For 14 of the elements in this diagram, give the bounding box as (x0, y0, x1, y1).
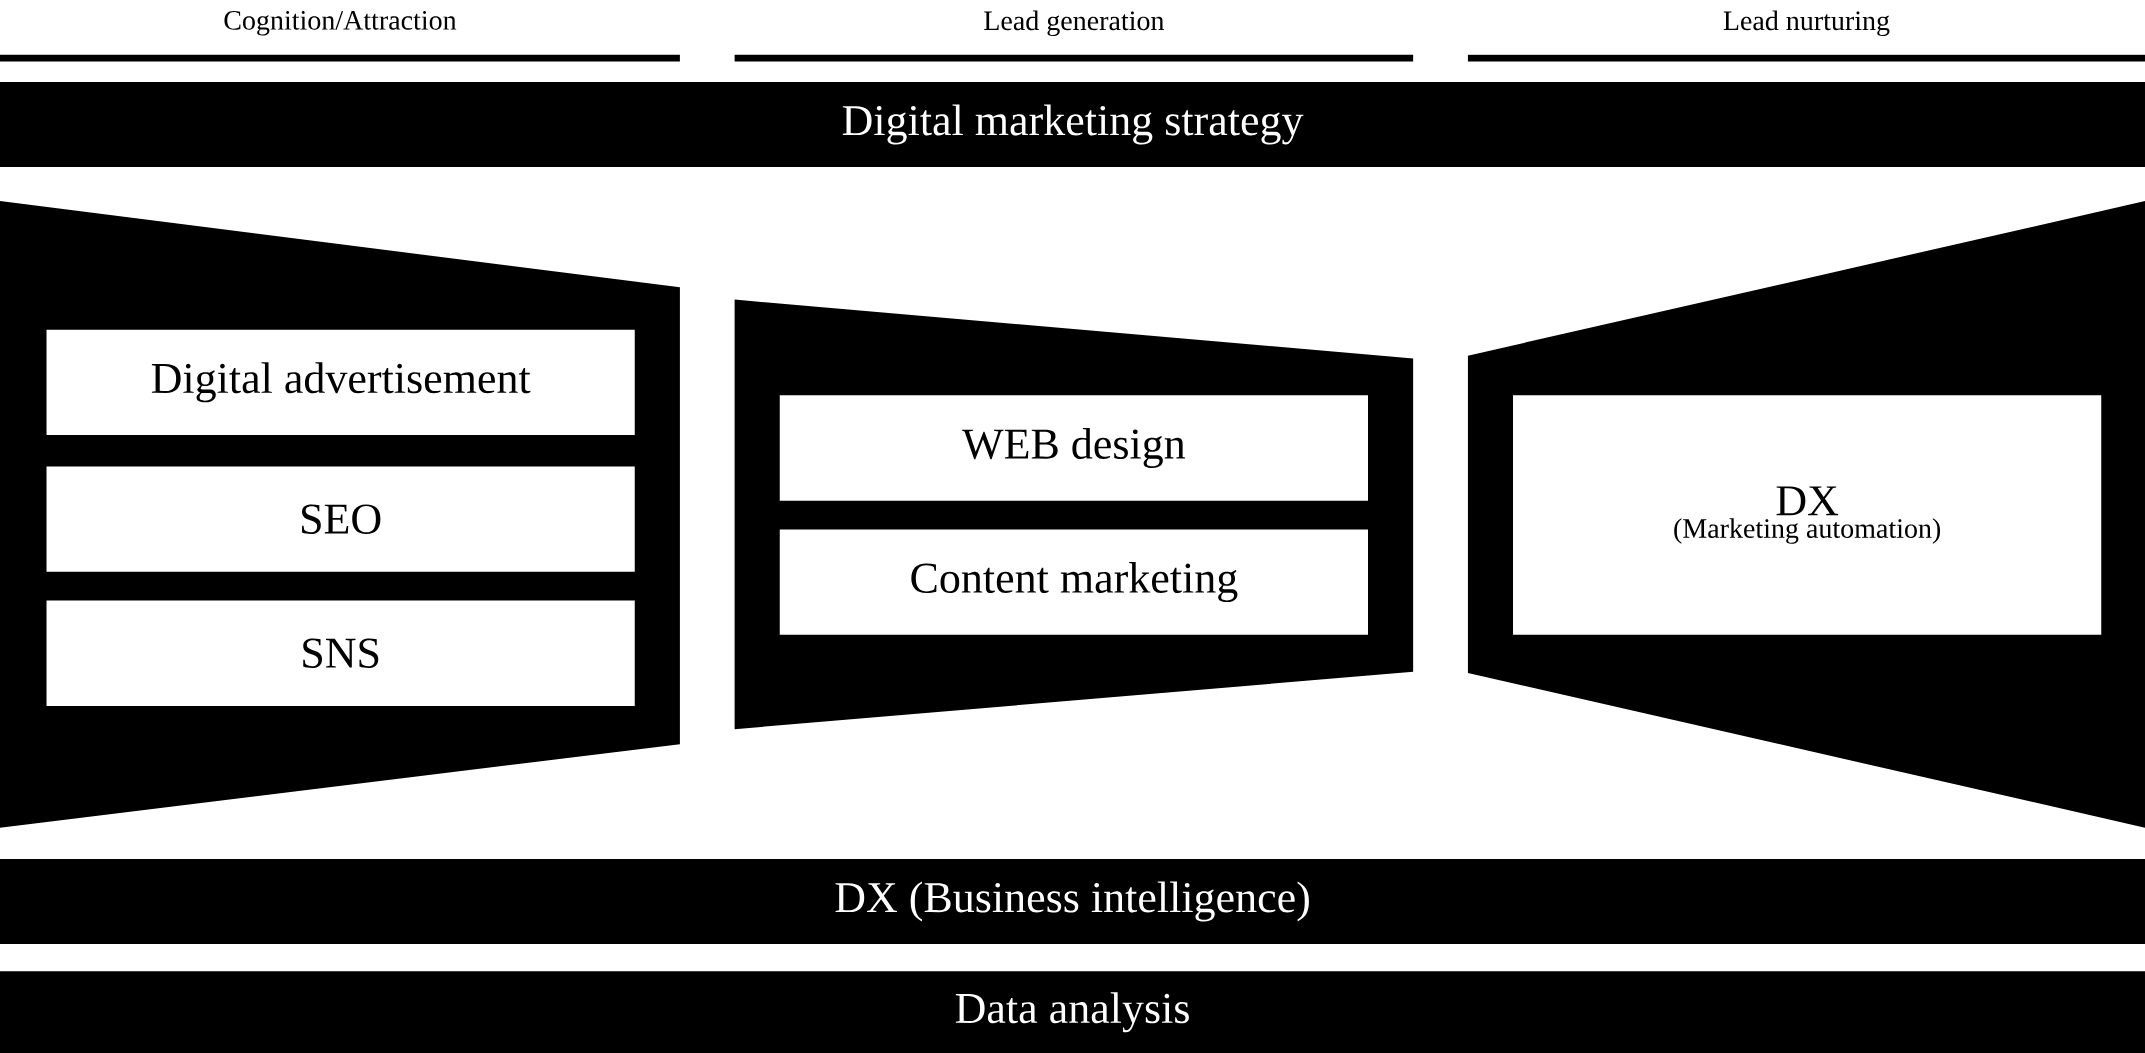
column-heading: Cognition/Attraction (224, 10, 457, 36)
column-heading: Lead nurturing (1723, 10, 1890, 36)
text-box: Digital advertisement (46, 329, 635, 435)
band: Data analysis (0, 971, 2145, 1053)
text-box: SNS (46, 600, 635, 706)
node-label: (Marketing automation) (1674, 518, 1941, 544)
text-box: WEB design (779, 395, 1368, 501)
text-box: DX (Marketing automation) (1513, 395, 2102, 635)
band: Digital marketing strategy (0, 82, 2145, 167)
text-box: Content marketing (779, 529, 1368, 635)
column-heading: Lead generation (984, 10, 1165, 36)
text-box: SEO (46, 466, 635, 572)
node-label: DX (1776, 486, 1839, 516)
band: DX (Business intelligence) (0, 859, 2145, 944)
